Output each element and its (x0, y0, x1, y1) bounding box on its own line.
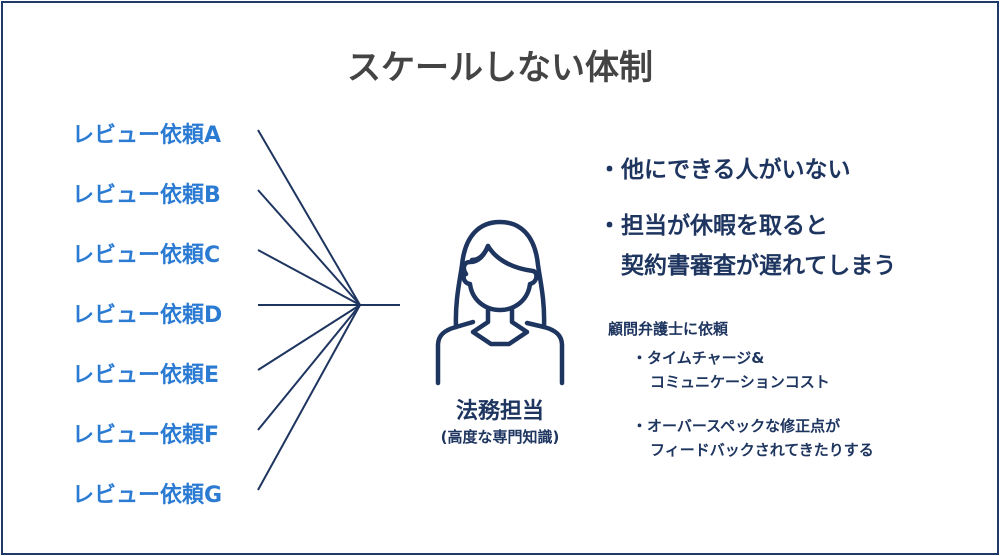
lawyer-item-text: タイムチャージ& (647, 349, 765, 367)
problem-text-cont: 契約書審査が遅れてしまう (621, 253, 897, 279)
request-label-d: レビュー依頼D (72, 303, 223, 328)
connector-b (257, 189, 361, 306)
lawyer-item-text-cont: フィードバックされてきたりする (650, 441, 874, 459)
lawyer-item: ・タイムチャージ& コミュニケーションコスト (632, 346, 830, 394)
connector-a (257, 129, 361, 306)
problem-item: ・担当が休暇を取ると 契約書審査が遅れてしまう (598, 206, 896, 286)
bullet-dot: ・ (598, 213, 621, 239)
request-label-c: レビュー依頼C (72, 243, 221, 268)
lawyer-item: ・オーバースペックな修正点が フィードバックされてきたりする (632, 414, 874, 462)
bullet-dot: ・ (632, 417, 648, 435)
problem-text: 担当が休暇を取ると (621, 213, 828, 239)
role-name: 法務担当 (455, 399, 544, 424)
person-icon (435, 219, 565, 386)
bullet-dot: ・ (598, 157, 621, 183)
request-label-f: レビュー依頼F (72, 423, 220, 448)
request-label-e: レビュー依頼E (72, 363, 220, 388)
diagram-title: スケールしない体制 (347, 48, 653, 88)
bullet-dot: ・ (632, 349, 648, 367)
problem-text: 他にできる人がいない (621, 157, 851, 183)
connector-e (257, 304, 361, 371)
request-label-a: レビュー依頼A (72, 123, 222, 148)
connector-f (257, 304, 361, 431)
lawyer-item-text-cont: コミュニケーションコスト (650, 373, 830, 391)
connector-c (257, 249, 361, 306)
role-note: (高度な専門知識) (440, 428, 560, 446)
lawyer-item-text: オーバースペックな修正点が (647, 417, 841, 435)
request-label-b: レビュー依頼B (72, 183, 221, 208)
request-label-g: レビュー依頼G (72, 483, 223, 508)
lawyer-heading: 顧問弁護士に依頼 (608, 320, 729, 338)
problem-item: ・他にできる人がいない (598, 150, 851, 190)
connector-g (257, 304, 361, 491)
